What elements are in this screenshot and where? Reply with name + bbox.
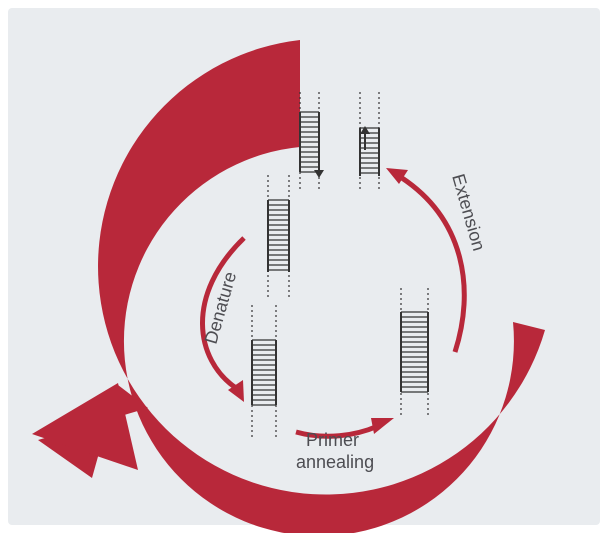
annealing-label: annealing xyxy=(296,452,374,472)
primer-label: Primer xyxy=(306,430,359,450)
